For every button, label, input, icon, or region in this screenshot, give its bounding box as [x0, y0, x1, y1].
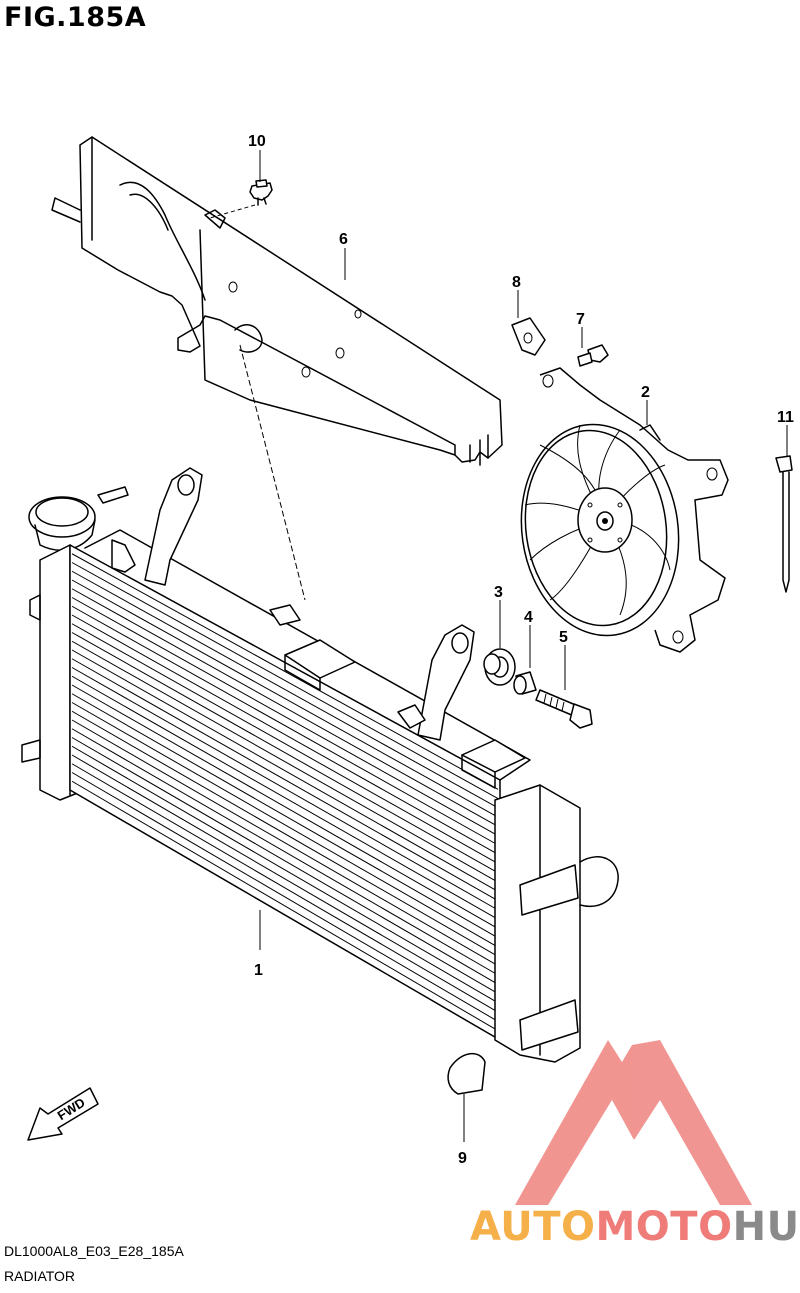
radiator-fin [71, 640, 499, 883]
watermark-wordmark: AUTOMOTOHUB [470, 1204, 800, 1250]
radiator-fin [71, 710, 499, 957]
radiator-fin [71, 719, 499, 967]
callout-2: 2 [641, 384, 650, 401]
part-8-nut [511, 317, 546, 356]
radiator-fin [71, 745, 499, 995]
callout-7: 7 [576, 311, 585, 328]
watermark-part-moto: MOTO [595, 1204, 733, 1250]
radiator-fin [71, 737, 499, 985]
figure-name: RADIATOR [4, 1268, 76, 1284]
callout-4: 4 [524, 609, 533, 626]
part-10-clip [249, 179, 273, 206]
part-2-fan [520, 367, 729, 653]
callout-11: 11 [777, 409, 794, 426]
figure-title: FIG.185A [4, 2, 147, 33]
radiator-fin [71, 763, 499, 1013]
radiator-fin [71, 597, 499, 837]
part-9-pad [447, 1053, 486, 1095]
radiator-fin [71, 684, 499, 930]
radiator-fin [71, 772, 499, 1022]
watermark-logo [515, 1040, 752, 1205]
callout-labels: 1 2 3 4 5 6 7 8 9 10 11 [248, 133, 794, 1167]
radiator-fin [71, 570, 499, 809]
radiator-fin [71, 649, 499, 892]
radiator-fin [71, 728, 499, 976]
radiator-fin [71, 623, 499, 865]
radiator-fin [71, 614, 499, 855]
part-6-shroud [51, 136, 503, 466]
callout-5: 5 [559, 629, 568, 646]
radiator-fin [71, 658, 499, 902]
radiator-fin [71, 675, 499, 920]
callout-9: 9 [458, 1150, 467, 1167]
leader-lines [259, 150, 788, 1142]
watermark-part-auto: AUTO [470, 1204, 596, 1250]
radiator-fin [71, 562, 499, 800]
radiator-fin [71, 605, 499, 846]
radiator-fin [71, 702, 499, 948]
part-1-radiator [21, 467, 619, 1063]
fwd-arrow-icon: FWD [27, 1087, 99, 1141]
part-11-cable-tie [775, 455, 793, 593]
figure-code: DL1000AL8_E03_E28_185A [4, 1243, 184, 1259]
radiator-fin [71, 588, 499, 827]
radiator-fin [71, 632, 499, 874]
callout-3: 3 [494, 584, 503, 601]
part-5-bolt [535, 689, 593, 729]
callout-8: 8 [512, 274, 521, 291]
watermark-part-hub: HUB [732, 1204, 800, 1250]
callout-6: 6 [339, 231, 348, 248]
callout-10: 10 [248, 133, 266, 150]
assembly-lines [209, 204, 306, 601]
radiator-fin [71, 693, 499, 939]
radiator-fin [71, 579, 499, 818]
radiator-fin [71, 667, 499, 911]
radiator-fin [71, 553, 499, 790]
callout-1: 1 [254, 962, 263, 979]
part-3-grommet [483, 648, 516, 686]
radiator-fin [71, 754, 499, 1004]
radiator-fin [71, 780, 499, 1032]
part-4-collar [513, 671, 537, 695]
part-7-bolt [577, 344, 609, 367]
